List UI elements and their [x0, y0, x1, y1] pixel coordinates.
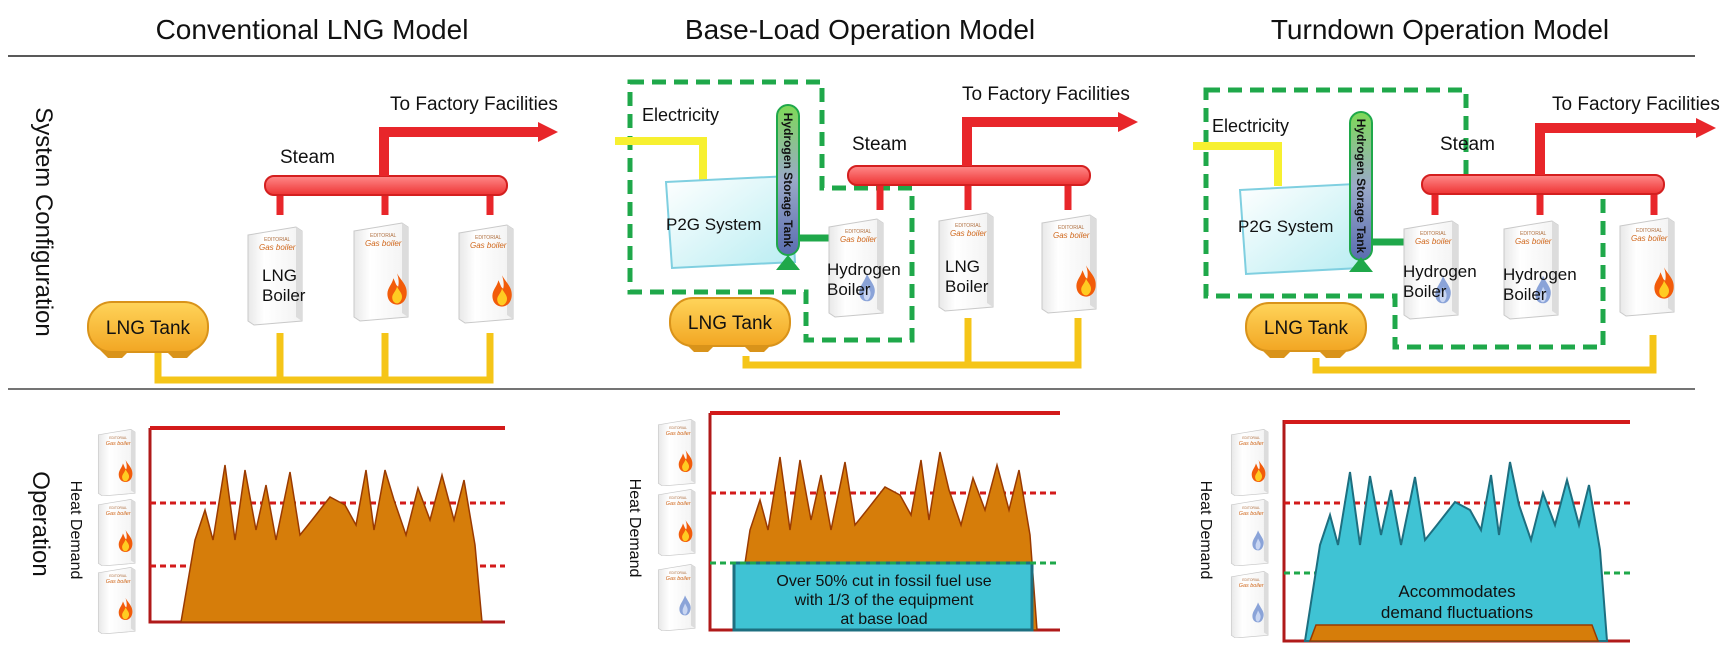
col1-system: To Factory Facilities Steam LNG Boiler L…: [87, 94, 558, 384]
heat-demand-label: Heat Demand: [1197, 481, 1214, 580]
steam-label: Steam: [280, 147, 335, 168]
electricity-line: [615, 137, 707, 180]
h2-boiler-label-2: Boiler: [1403, 282, 1447, 301]
col3-operation: Heat Demand Accommodates demand fluctuat…: [1197, 420, 1630, 643]
electricity-label: Electricity: [642, 105, 719, 125]
lng-boiler-label-2: Boiler: [262, 286, 306, 305]
lng-boiler-label-1: LNG: [945, 257, 980, 276]
heat-demand-area: [180, 464, 483, 623]
col2-note-2: with 1/3 of the equipment: [794, 592, 974, 609]
arrow-icon: [1696, 118, 1716, 138]
h2-boiler-label-1: Hydrogen: [827, 260, 901, 279]
col1-title: Conventional LNG Model: [155, 14, 469, 45]
hydrogen-loop: [1203, 87, 1606, 350]
electricity-line: [1193, 142, 1282, 186]
steam-label: Steam: [852, 134, 907, 155]
lng-tank-label: LNG Tank: [1264, 318, 1349, 339]
steam-header: [847, 165, 1091, 186]
h2-boiler-label-2: Boiler: [1503, 285, 1547, 304]
lng-tank-label: LNG Tank: [106, 318, 191, 339]
steam-header: [1421, 174, 1665, 195]
col2-note-1: Over 50% cut in fossil fuel use: [776, 573, 991, 590]
col2-title: Base-Load Operation Model: [684, 14, 1036, 45]
gas-boiler-icon: [353, 222, 409, 322]
h2-tank-label: Hydrogen Storage Tank: [1354, 119, 1368, 254]
lng-tank-label: LNG Tank: [688, 313, 773, 334]
row-label-operation: Operation: [27, 471, 54, 576]
p2g-label: P2G System: [666, 215, 761, 234]
heat-demand-label: Heat Demand: [626, 479, 643, 578]
col2-system: Electricity To Factory Facilities Steam …: [615, 79, 1138, 369]
h2-boiler-label-2: Boiler: [827, 280, 871, 299]
col2-note-3: at base load: [840, 611, 927, 628]
to-factory-label: To Factory Facilities: [1552, 94, 1720, 115]
col3-note-2: demand fluctuations: [1381, 603, 1533, 622]
base-load-area: [732, 561, 1034, 632]
fossil-fuel-base-area: [1308, 624, 1600, 642]
h2-tank-label: Hydrogen Storage Tank: [781, 113, 795, 248]
steam-label: Steam: [1440, 134, 1495, 155]
col3-note-1: Accommodates: [1398, 582, 1515, 601]
electricity-label: Electricity: [1212, 116, 1289, 136]
to-factory-label: To Factory Facilities: [962, 84, 1130, 105]
col2-operation: Heat Demand Over 50% cut in fossil fuel …: [626, 411, 1060, 632]
steam-header: [264, 175, 508, 196]
p2g-system-icon: [664, 174, 797, 270]
gas-boiler-icon: [1619, 217, 1675, 317]
p2g-label: P2G System: [1238, 217, 1333, 236]
lng-boiler-label-1: LNG: [262, 266, 297, 285]
row-label-system: System Configuration: [30, 107, 57, 336]
arrow-icon: [1118, 112, 1138, 132]
col3-system: Electricity To Factory Facilities Steam …: [1193, 87, 1720, 374]
hydrogen-loop: [627, 79, 915, 343]
to-factory-label: To Factory Facilities: [390, 94, 558, 115]
lng-tank-icon: [1245, 302, 1367, 352]
h2-boiler-label-1: Hydrogen: [1503, 265, 1577, 284]
lng-tank-icon: [87, 301, 209, 353]
fuel-pipe: [154, 333, 494, 384]
heat-demand-area: [1303, 461, 1609, 642]
gas-boiler-icon: [458, 224, 514, 324]
col3-title: Turndown Operation Model: [1270, 14, 1610, 45]
h2-boiler-label-1: Hydrogen: [1403, 262, 1477, 281]
lng-tank-icon: [669, 297, 791, 347]
col1-operation: Heat Demand: [67, 426, 505, 634]
arrow-icon: [538, 122, 558, 142]
lng-boiler-label-2: Boiler: [945, 277, 989, 296]
heat-demand-label: Heat Demand: [67, 481, 84, 580]
gas-boiler-icon: [1041, 214, 1097, 314]
